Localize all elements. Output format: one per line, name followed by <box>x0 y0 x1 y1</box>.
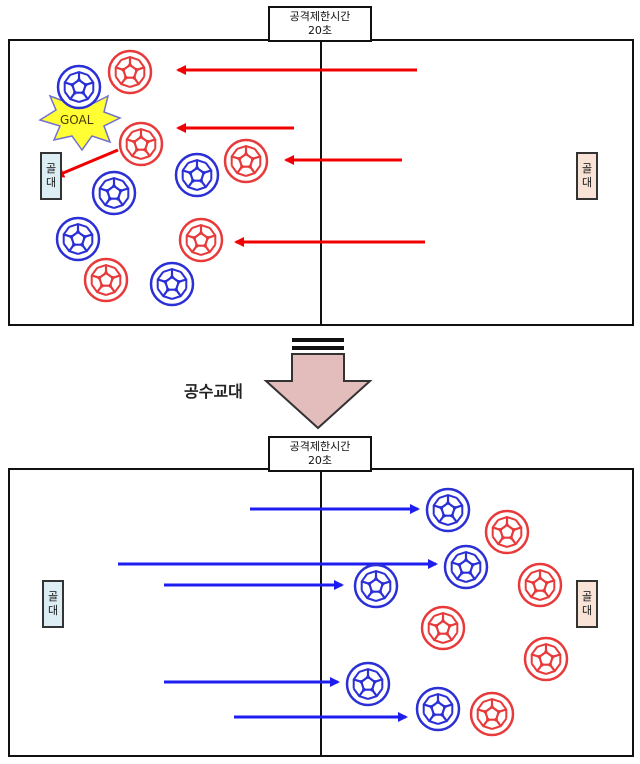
blue-ball <box>55 216 101 262</box>
top-right-goal: 골 대 <box>576 152 598 200</box>
red-ball <box>469 691 515 737</box>
blue-ball <box>353 563 399 609</box>
bottom-timer-box: 공격제한시간 20초 <box>268 436 372 472</box>
bottom-timer-title: 공격제한시간 <box>289 440 351 453</box>
top-left-goal: 골 대 <box>40 152 62 200</box>
red-ball <box>107 49 153 95</box>
goal-char-1: 골 <box>45 162 57 175</box>
red-arrow <box>54 148 119 178</box>
goal-char-1: 골 <box>47 590 59 603</box>
goal-char-1: 골 <box>581 162 593 175</box>
blue-ball <box>174 152 220 198</box>
red-ball <box>484 509 530 555</box>
blue-ball <box>149 261 195 307</box>
top-timer-title: 공격제한시간 <box>289 10 351 23</box>
goal-char-1: 골 <box>581 590 593 603</box>
red-ball <box>83 257 129 303</box>
blue-ball <box>345 661 391 707</box>
goal-burst-icon: GOAL <box>38 86 122 152</box>
blue-ball <box>91 170 137 216</box>
red-ball <box>517 562 563 608</box>
bottom-left-goal: 골 대 <box>42 580 64 628</box>
red-ball <box>178 217 224 263</box>
top-timer-box: 공격제한시간 20초 <box>268 6 372 42</box>
red-ball <box>420 605 466 651</box>
swap-arrow-icon <box>263 338 373 430</box>
bottom-right-goal: 골 대 <box>576 580 598 628</box>
red-ball <box>523 636 569 682</box>
bottom-timer-value: 20초 <box>307 454 333 467</box>
bottom-blue-arrows <box>118 504 438 722</box>
swap-label: 공수교대 <box>184 382 243 401</box>
goal-char-2: 대 <box>45 176 57 189</box>
goal-char-2: 대 <box>581 176 593 189</box>
red-ball <box>223 138 269 184</box>
blue-ball <box>425 487 471 533</box>
goal-char-2: 대 <box>47 604 59 617</box>
top-timer-value: 20초 <box>307 24 333 37</box>
blue-ball <box>443 544 489 590</box>
blue-ball <box>415 686 461 732</box>
goal-text: GOAL <box>60 113 94 127</box>
goal-char-2: 대 <box>581 604 593 617</box>
red-ball <box>118 121 164 167</box>
top-red-arrows <box>54 65 425 247</box>
top-balls <box>55 49 269 307</box>
blue-ball <box>56 64 102 110</box>
bottom-balls <box>345 487 569 737</box>
